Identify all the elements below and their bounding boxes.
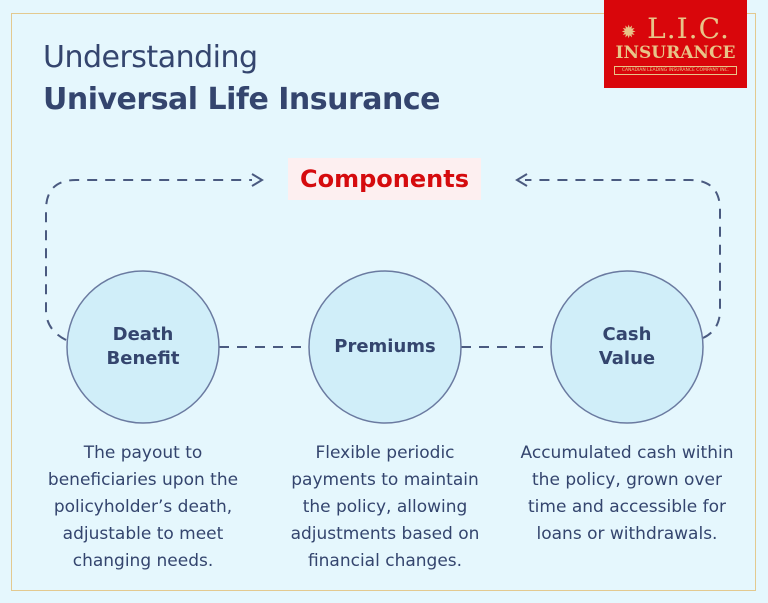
components-heading: Components xyxy=(288,158,481,200)
label-death-benefit: Death Benefit xyxy=(106,324,180,369)
title-line1: Understanding xyxy=(43,40,258,75)
circle-death-benefit xyxy=(66,270,220,424)
label-premiums: Premiums xyxy=(334,336,436,357)
desc-cash-value: Accumulated cash within the policy, grow… xyxy=(520,443,734,544)
border-frame xyxy=(11,13,756,591)
maple-leaf-icon: ✹ xyxy=(621,22,638,43)
logo-tagline: CANADIAN LEADING INSURANCE COMPANY INC. xyxy=(614,66,737,75)
logo-sub: INSURANCE xyxy=(615,43,736,63)
right-loop-arrow-path xyxy=(525,179,721,339)
logo: ✹ L.I.C. INSURANCE CANADIAN LEADING INSU… xyxy=(604,0,747,88)
label-cash-value: Cash Value xyxy=(598,324,656,369)
logo-main: ✹ L.I.C. xyxy=(621,12,730,45)
circle-cash-value xyxy=(550,270,704,424)
circle-premiums xyxy=(308,270,462,424)
title-line2: Universal Life Insurance xyxy=(43,82,441,117)
arrow-right-icon xyxy=(251,173,264,187)
arrow-left-icon xyxy=(515,173,528,187)
desc-premiums: Flexible periodic payments to maintain t… xyxy=(290,443,480,571)
desc-death-benefit: The payout to beneficiaries upon the pol… xyxy=(47,443,239,571)
